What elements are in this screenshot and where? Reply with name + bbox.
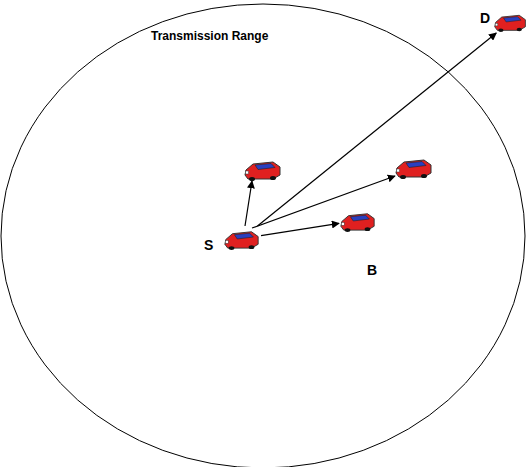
range-title: Transmission Range: [150, 30, 269, 43]
vehicle-label: B: [367, 263, 377, 277]
vehicle-label: D: [480, 11, 490, 25]
car-icon: [339, 208, 377, 233]
vehicle-node: B: [339, 208, 377, 233]
car-icon: [493, 10, 528, 33]
transmission-range-circle: [1, 4, 525, 467]
transmission-arrow: [257, 33, 496, 226]
vehicle-node: D: [493, 10, 528, 33]
vehicle-label: S: [204, 238, 213, 252]
vehicle-node: S: [223, 226, 261, 251]
arrow-line: [245, 181, 252, 226]
car: [245, 162, 280, 181]
car: [396, 160, 431, 179]
transmission-arrow: [261, 223, 339, 235]
car-icon: [223, 226, 261, 251]
